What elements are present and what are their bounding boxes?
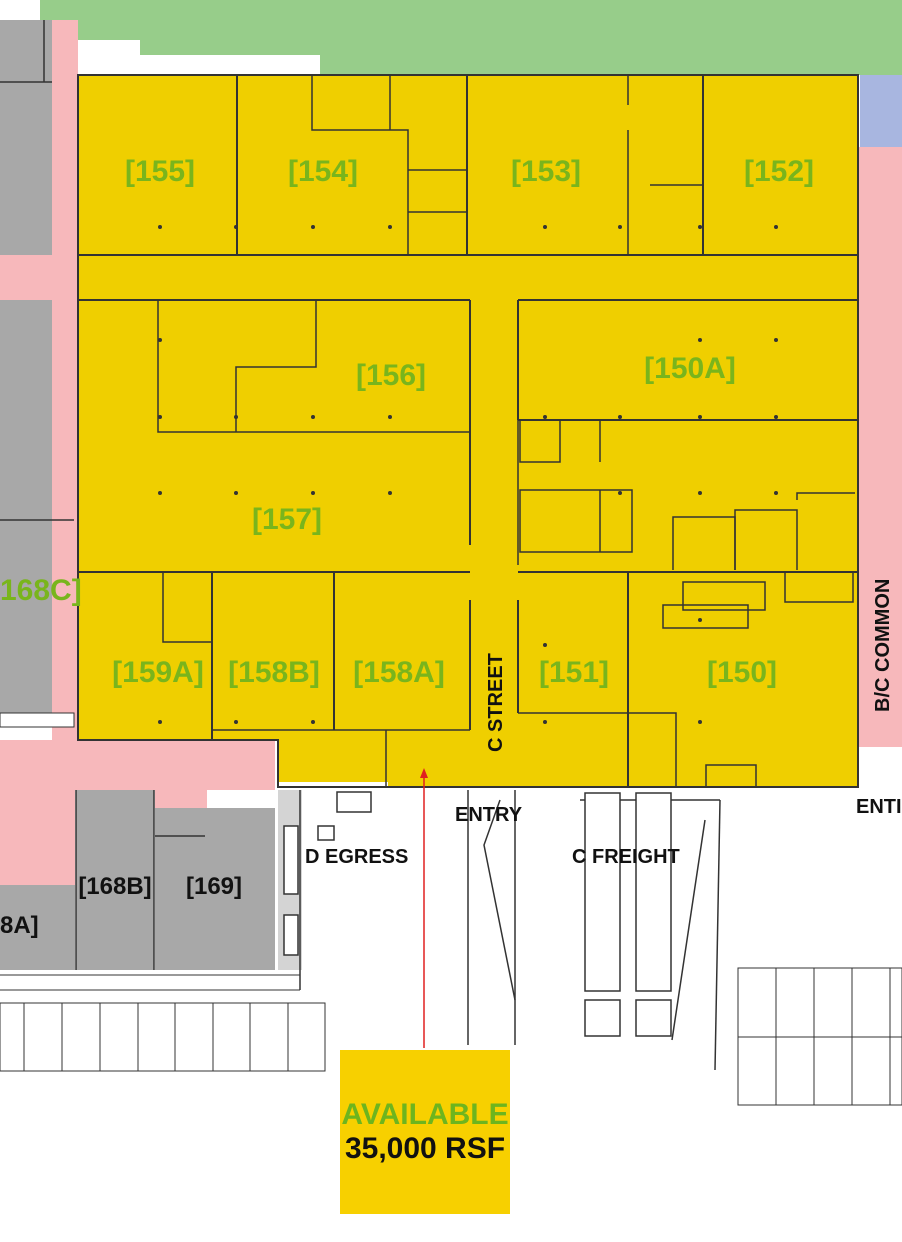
common-corridor-left-top [0,255,78,300]
wall [518,712,677,787]
grey-stair [0,712,75,728]
landscape-area [40,0,902,75]
suite-label-168b: [168B] [78,873,151,900]
c-street-label: C STREET [485,653,507,752]
available-pointer-arrow [420,768,428,778]
room-label-159a: [159A] [112,656,204,689]
site-drive-lines [299,790,721,1071]
column-grid [158,225,778,724]
room-label-158b: [158B] [228,656,320,689]
bc-common-corridor [858,147,902,747]
blue-area [860,75,902,147]
room-label-151: [151] [539,656,609,689]
availability-area: 35,000 RSF [344,1132,506,1165]
common-corridor-left [52,20,78,740]
common-vestibule [155,790,207,808]
available-space-outline [77,74,859,788]
room-label-156: [156] [356,359,426,392]
suite-label-168a: 8A] [0,912,39,939]
parking-bottom-right [737,967,902,1106]
freight-dock-trucks [584,792,672,1037]
common-corridor-bottom [0,740,275,790]
room-label-152: [152] [744,155,814,188]
grey-suite-169[interactable] [155,808,275,970]
office-block [662,604,749,629]
room-label-157: [157] [252,503,322,536]
wall [157,300,470,433]
wall [311,75,409,255]
d-egress-label: D EGRESS [305,846,408,868]
room-label-168c: 168C] [0,574,82,607]
room-label-158a: [158A] [353,656,445,689]
grey-suite-168b[interactable] [76,790,154,970]
egress-details [283,791,372,956]
restroom-block [519,489,633,553]
bc-common-label: B/C COMMON [872,579,894,712]
office-block [682,581,766,611]
wall [734,509,798,570]
parking-bottom-left [0,974,326,1072]
grey-suite-168a[interactable] [0,885,75,970]
entry-right-label: ENTI [856,796,902,818]
c-freight-label: C FREIGHT [572,846,680,868]
common-restroom-area [0,790,75,885]
room-label-154: [154] [288,155,358,188]
availability-status: AVAILABLE [341,1098,509,1131]
wall [519,420,561,463]
wall [796,492,855,500]
room-label-153: [153] [511,155,581,188]
suite-label-169: [169] [186,873,242,900]
room-label-155: [155] [125,155,195,188]
availability-callout: AVAILABLE 35,000 RSF [340,1050,510,1214]
entry-label: ENTRY [455,804,523,826]
room-label-150: [150] [707,656,777,689]
room-label-150a: [150A] [644,352,736,385]
office-block [705,764,757,788]
wall [235,300,317,432]
